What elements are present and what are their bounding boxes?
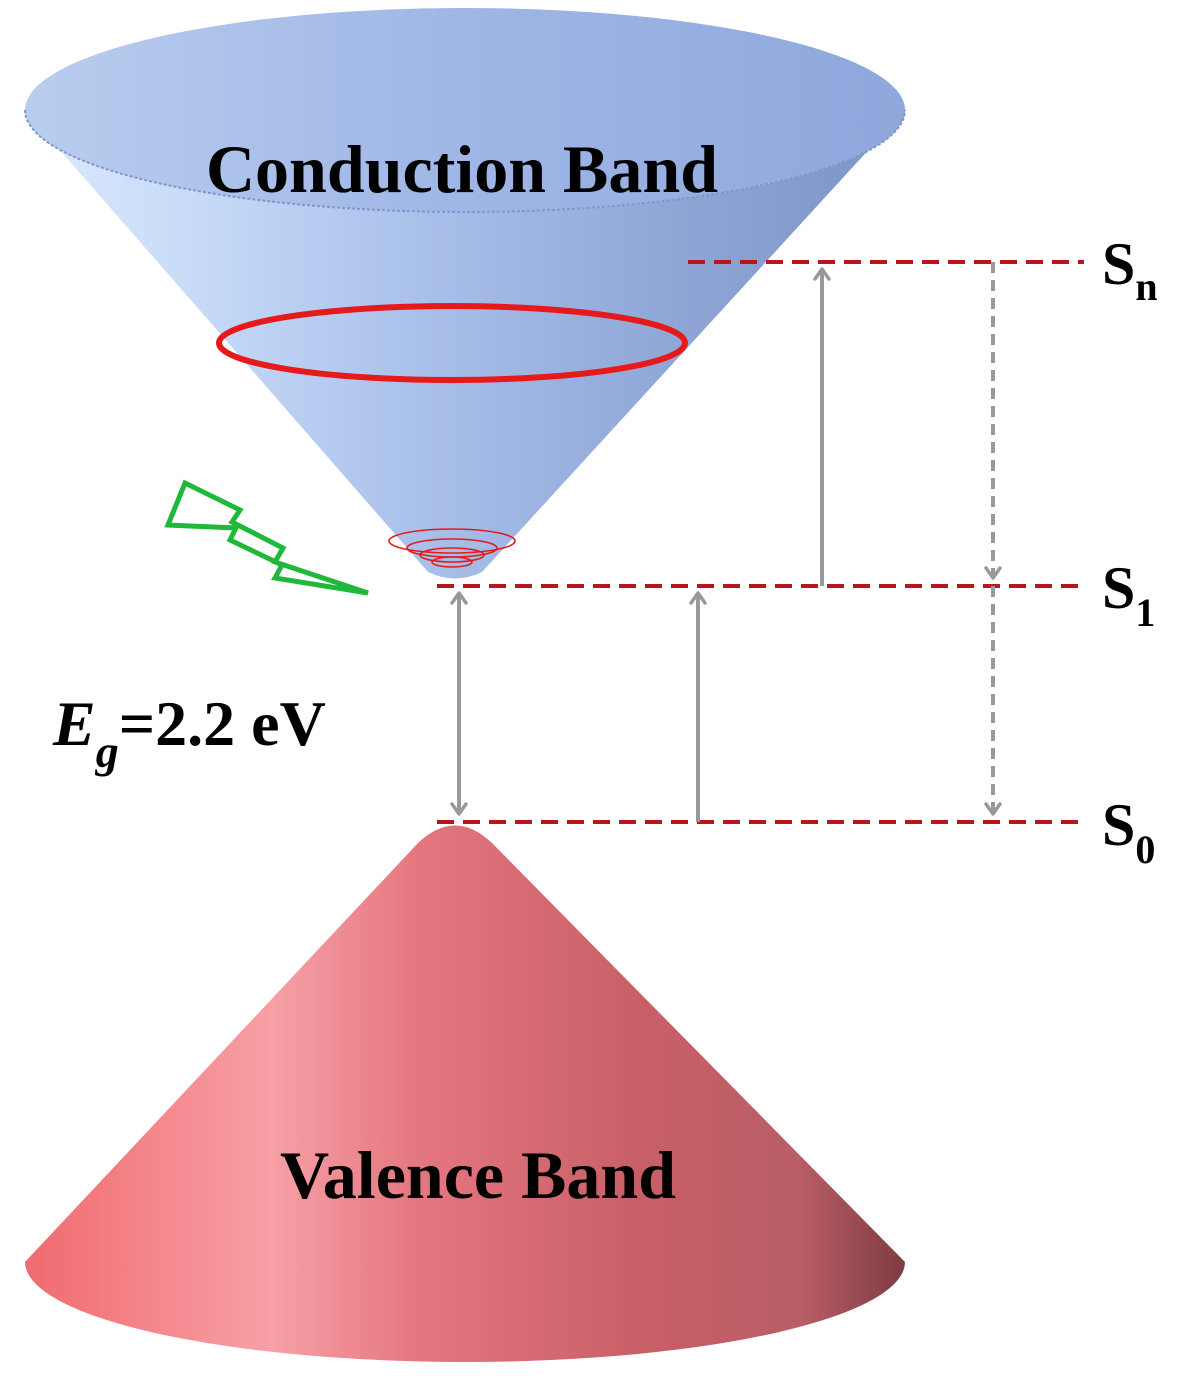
sn-ring xyxy=(216,303,688,383)
state-sn-base: S xyxy=(1102,231,1135,297)
band-gap-value: =2.2 eV xyxy=(119,688,326,759)
state-label-s1: S1 xyxy=(1102,555,1155,635)
band-gap-label: Eg=2.2 eV xyxy=(52,688,326,777)
band-gap-subscript: g xyxy=(95,726,119,777)
state-s1-base: S xyxy=(1102,555,1135,621)
state-s0-sub: 0 xyxy=(1135,827,1155,872)
state-s0-base: S xyxy=(1102,792,1135,858)
conduction-band-cone: Conduction Band xyxy=(24,8,906,579)
energy-levels xyxy=(437,260,1084,824)
state-label-sn: Sn xyxy=(1102,231,1158,309)
state-s1-sub: 1 xyxy=(1135,590,1155,635)
state-sn-sub: n xyxy=(1135,264,1157,309)
valence-band-body xyxy=(25,825,905,1362)
lightning-bolt-icon xyxy=(164,479,369,596)
valence-band-cone: Valence Band xyxy=(25,825,905,1362)
band-gap-symbol: E xyxy=(52,688,96,759)
state-label-s0: S0 xyxy=(1102,792,1155,872)
transition-arrows xyxy=(450,262,1002,822)
conduction-band-label: Conduction Band xyxy=(206,131,718,207)
s1-rings xyxy=(388,528,516,568)
conduction-band-body xyxy=(25,110,905,579)
conduction-band-rim xyxy=(24,109,906,213)
valence-band-label: Valence Band xyxy=(280,1137,676,1213)
conduction-band-top xyxy=(25,8,905,212)
